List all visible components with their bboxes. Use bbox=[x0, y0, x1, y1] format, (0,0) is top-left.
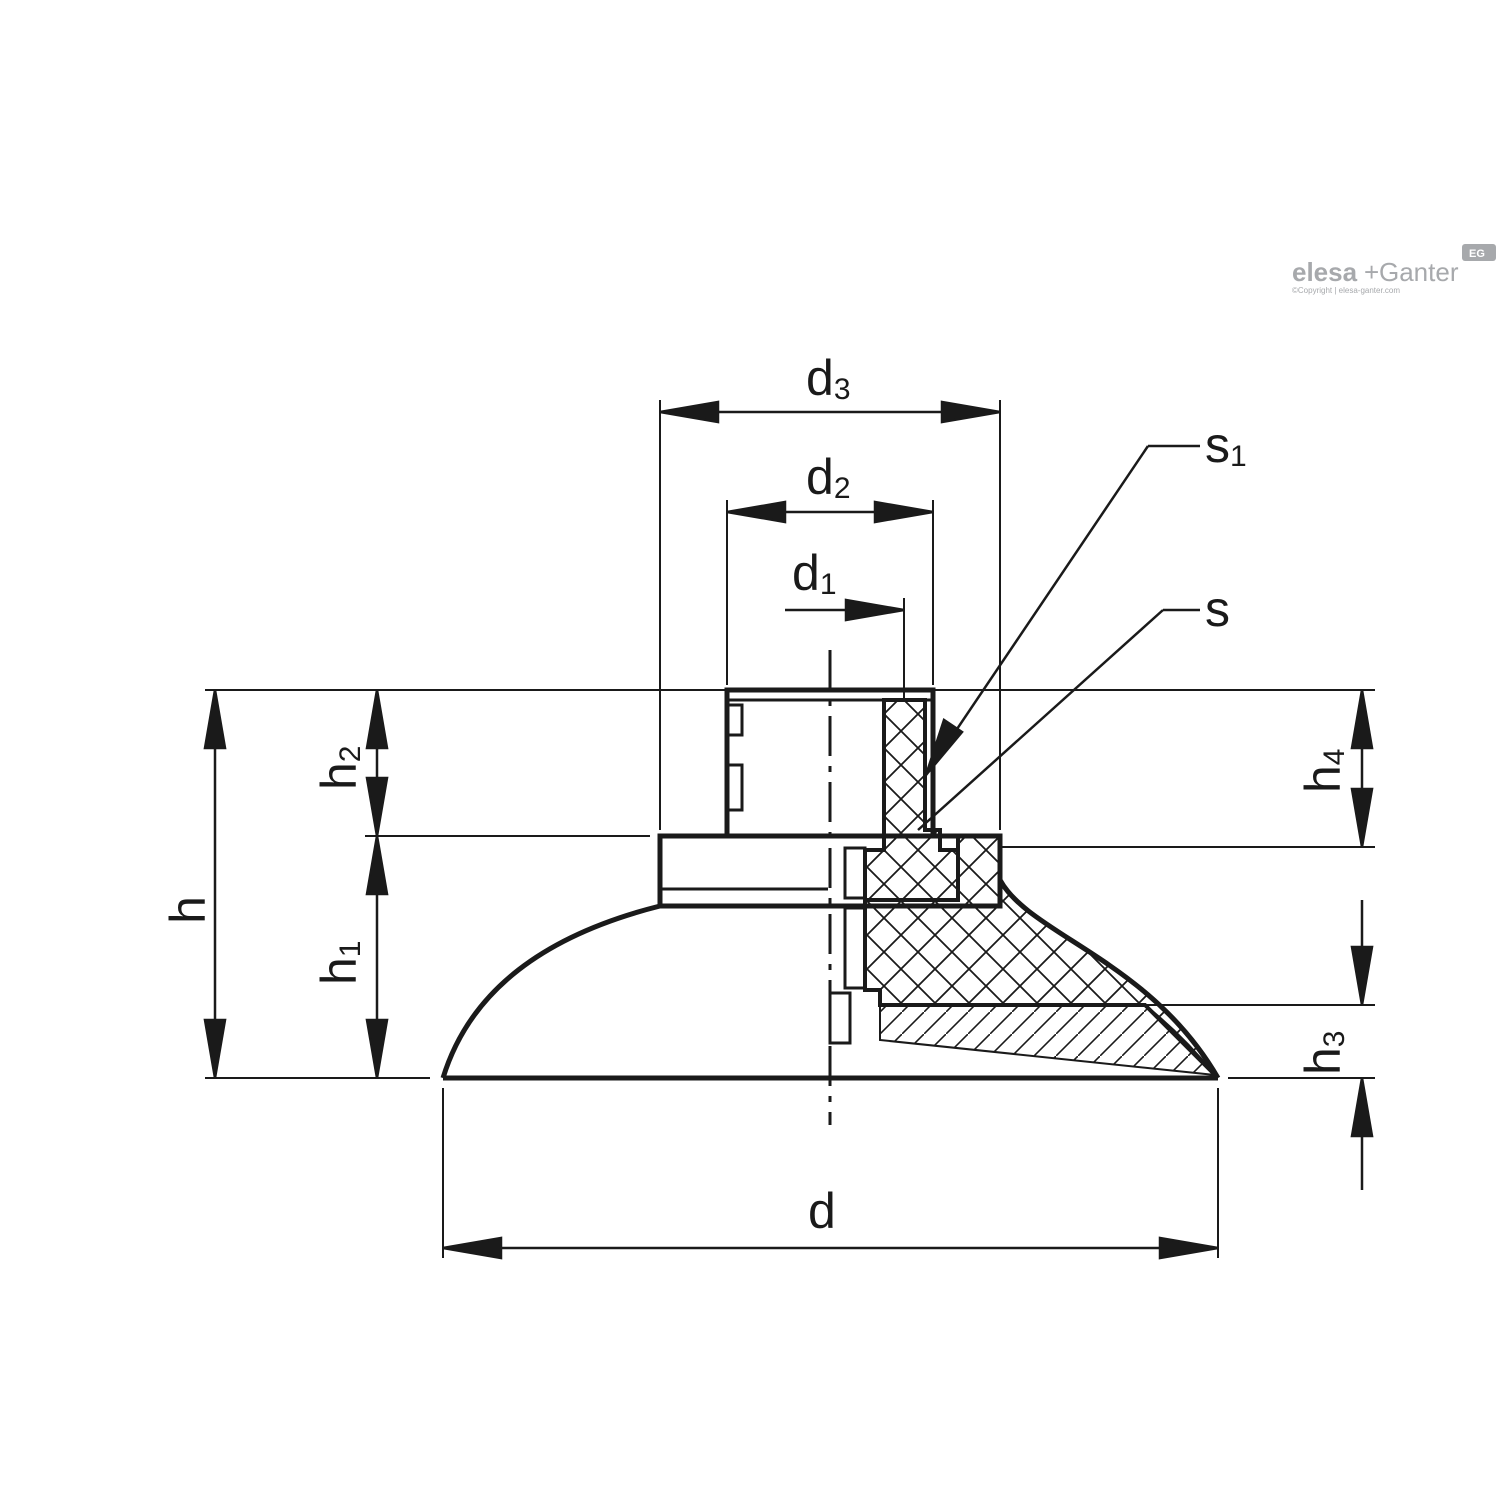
dim-d-arrow-left bbox=[442, 1236, 503, 1260]
dimension-labels: d3 d2 d1 s1 s d h h2 h1 h4 h3 bbox=[160, 350, 1351, 1239]
leader-s1 bbox=[924, 445, 1150, 776]
label-d3: d3 bbox=[806, 350, 851, 406]
label-s: s bbox=[1205, 581, 1230, 637]
dim-h3-arrow-bottom bbox=[1350, 1077, 1374, 1138]
leader-s1-arrow bbox=[924, 718, 964, 776]
label-h4: h4 bbox=[1295, 749, 1351, 794]
brand-badge: EG bbox=[1469, 248, 1485, 260]
dim-h1-arrow-bottom bbox=[365, 1018, 389, 1079]
leader-lines bbox=[917, 444, 1200, 831]
label-h3: h3 bbox=[1295, 1031, 1351, 1076]
dim-h1-arrow-top bbox=[365, 835, 389, 896]
extension-lines bbox=[205, 400, 1375, 1258]
label-d: d bbox=[808, 1183, 836, 1239]
dim-d3-arrow-right bbox=[940, 400, 1001, 424]
dimension-lines bbox=[203, 400, 1374, 1260]
brand-copyright: ©Copyright | elesa-ganter.com bbox=[1292, 286, 1400, 295]
lip-section bbox=[879, 1004, 1218, 1077]
label-d1: d1 bbox=[792, 545, 837, 601]
leader-s bbox=[917, 609, 1164, 831]
dim-h4-arrow-top bbox=[1350, 689, 1374, 750]
brand-logo: elesa + Ganter EG ©Copyright | elesa-gan… bbox=[1292, 244, 1496, 295]
dim-h4-arrow-bottom bbox=[1350, 787, 1374, 848]
dim-d3-arrow-left bbox=[659, 400, 720, 424]
dim-h2-arrow-bottom bbox=[365, 776, 389, 837]
dim-d1-arrow bbox=[844, 598, 905, 622]
brand-plus: + bbox=[1364, 257, 1379, 287]
section-view bbox=[828, 698, 1218, 1077]
label-h1: h1 bbox=[311, 941, 367, 986]
dim-h-arrow-bottom bbox=[203, 1018, 227, 1079]
label-d2: d2 bbox=[806, 449, 851, 505]
dim-h3-arrow-top bbox=[1350, 945, 1374, 1006]
brand-name-part2: Ganter bbox=[1379, 257, 1459, 287]
dim-d2-arrow-left bbox=[726, 500, 787, 524]
dim-h2-arrow-top bbox=[365, 689, 389, 750]
label-h2: h2 bbox=[311, 746, 367, 791]
dim-h-arrow-top bbox=[203, 689, 227, 750]
brand-name-part1: elesa bbox=[1292, 257, 1358, 287]
cup-dome-left bbox=[440, 903, 661, 1079]
dim-d2-arrow-right bbox=[873, 500, 934, 524]
label-s1: s1 bbox=[1205, 417, 1247, 473]
brand-badge-box bbox=[1462, 244, 1496, 261]
label-h: h bbox=[160, 896, 216, 924]
dim-d-arrow-right bbox=[1158, 1236, 1219, 1260]
